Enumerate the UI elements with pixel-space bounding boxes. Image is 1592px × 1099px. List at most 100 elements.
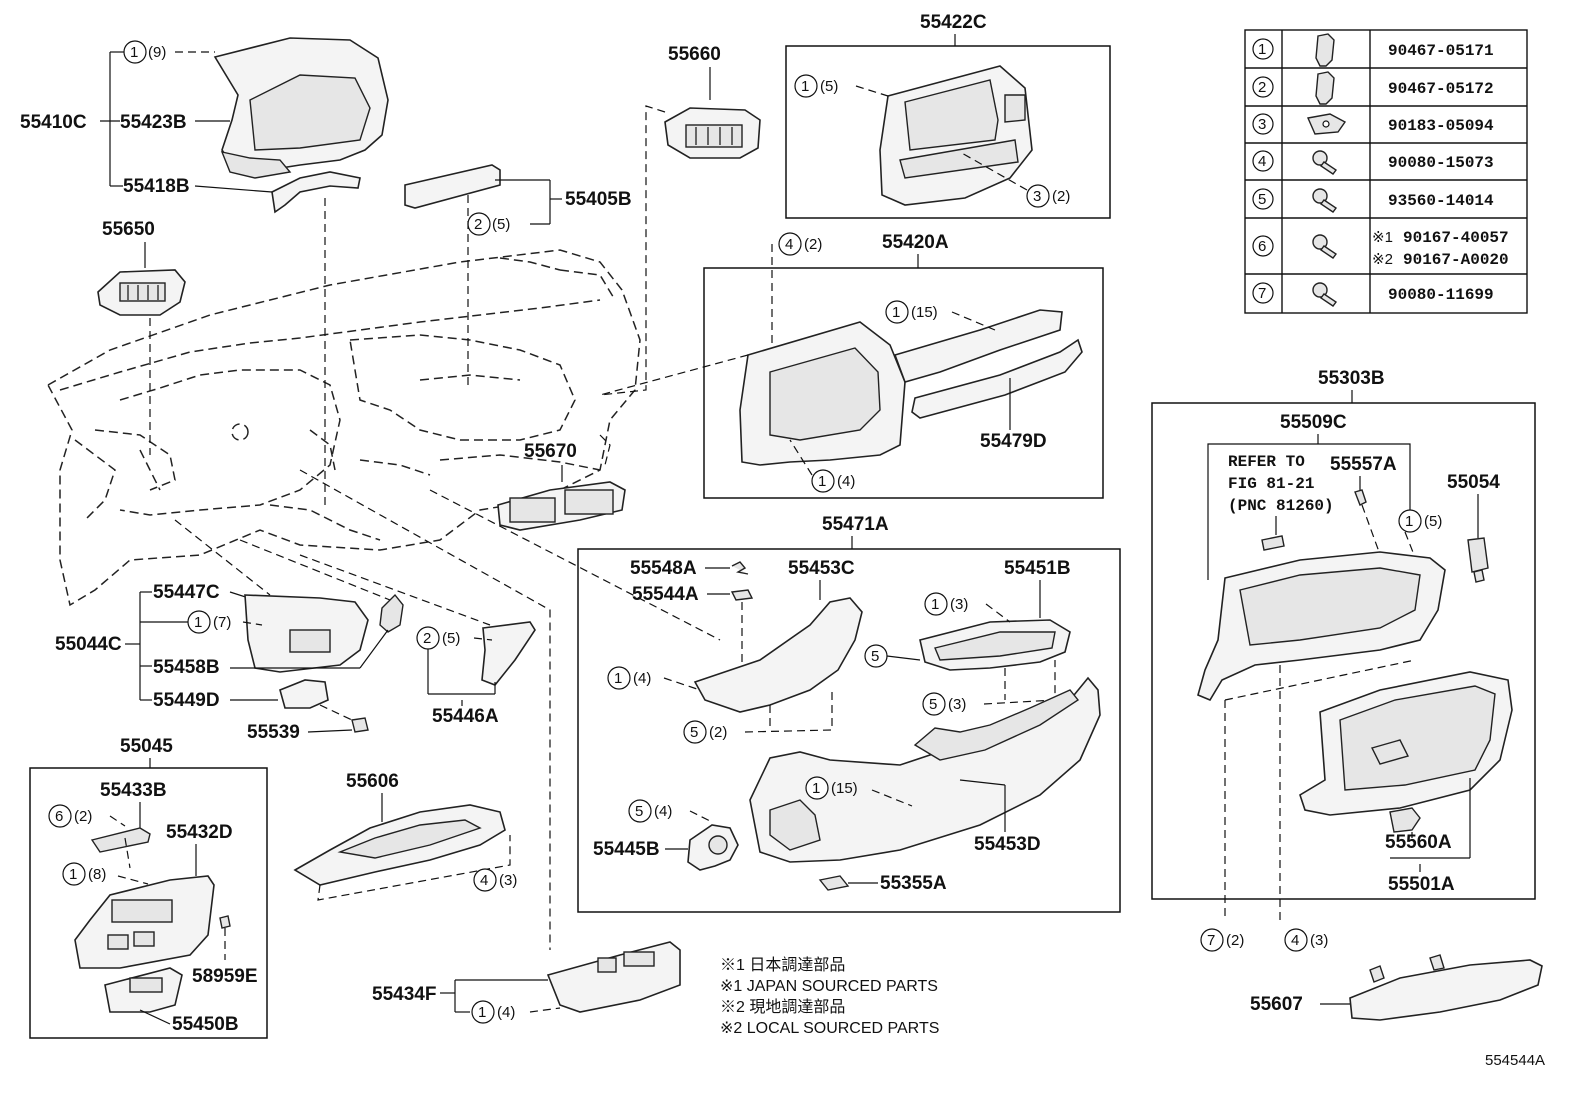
clip-icon: [1315, 71, 1335, 105]
part-label-58959E: 58959E: [192, 966, 258, 987]
part-label-55557A: 55557A: [1330, 454, 1397, 475]
qty-callout: (2): [709, 724, 727, 741]
lower-panel-55447C: [244, 594, 369, 673]
note-line-3: ※2 現地調達部品: [720, 998, 845, 1016]
part-label-55548A: 55548A: [630, 558, 697, 579]
part-label-55447C: 55447C: [153, 582, 220, 603]
refer-line-2: FIG 81-21: [1228, 475, 1314, 493]
glove-box-frame-55509C: [1197, 551, 1446, 702]
qty-callout: (5): [492, 216, 510, 233]
part-label-55355A: 55355A: [880, 873, 947, 894]
screw-icon: [1312, 150, 1338, 175]
console-lower-55453D: [749, 676, 1101, 863]
screw-icon: [1312, 188, 1338, 213]
part-label-55453C: 55453C: [788, 558, 855, 579]
qty-callout: (5): [1424, 513, 1442, 530]
circle-num: 1: [812, 780, 820, 797]
circle-num: 1: [130, 44, 138, 61]
qty-callout: (2): [804, 236, 822, 253]
part-label-55544A: 55544A: [632, 584, 699, 605]
table-row-number: 1: [1258, 41, 1266, 58]
note-line-2: ※1 JAPAN SOURCED PARTS: [720, 978, 938, 995]
center-cluster-frame-55420A: [739, 309, 1063, 466]
circle-num: 1: [931, 596, 939, 613]
part-label-55670: 55670: [524, 441, 577, 462]
part-label-55410C: 55410C: [20, 112, 87, 133]
cover-55450B: [104, 967, 183, 1013]
clip-58959E: [219, 915, 231, 929]
center-vent-55660: [664, 107, 761, 159]
part-label-55560A: 55560A: [1385, 832, 1452, 853]
circle-num: 1: [614, 670, 622, 687]
circle-num: 5: [871, 648, 879, 665]
center-bezel-55422C: [879, 65, 1033, 206]
bracket-part: [379, 593, 404, 633]
circle-num: 5: [929, 696, 937, 713]
part-label-55045: 55045: [120, 736, 173, 757]
circle-num: 2: [474, 216, 482, 233]
qty-callout: (8): [88, 866, 106, 883]
bracket-55433B: [90, 827, 151, 853]
part-label-55451B: 55451B: [1004, 558, 1071, 579]
circle-num: 5: [635, 803, 643, 820]
circle-num: 1: [818, 473, 826, 490]
part-label-55539: 55539: [247, 722, 300, 743]
table-row-number: 5: [1258, 191, 1266, 208]
note-line-4: ※2 LOCAL SOURCED PARTS: [720, 1020, 939, 1037]
part-label-55422C: 55422C: [920, 12, 987, 33]
clip-81260: [1261, 535, 1285, 551]
qty-callout: (4): [837, 473, 855, 490]
part-label-55445B: 55445B: [593, 839, 660, 860]
circle-num: 2: [423, 630, 431, 647]
console-upper-55453C: [693, 597, 863, 713]
part-label-55660: 55660: [668, 44, 721, 65]
side-cover-55446A: [481, 621, 536, 686]
qty-callout: (5): [820, 78, 838, 95]
part-label-55434F: 55434F: [372, 984, 436, 1005]
group-box-55303B: [1151, 402, 1536, 900]
center-vents-55670: [497, 481, 626, 531]
qty-callout: (5): [442, 630, 460, 647]
lower-cover-55434F: [546, 941, 681, 1013]
circle-num: 1: [801, 78, 809, 95]
part-label-55423B: 55423B: [120, 112, 187, 133]
circle-num: 3: [1033, 188, 1041, 205]
clip-55548A: [731, 561, 749, 575]
qty-callout: (15): [831, 780, 858, 797]
table-part-number: 90080-15073: [1388, 154, 1494, 172]
qty-callout: (4): [633, 670, 651, 687]
circle-num: 1: [892, 304, 900, 321]
undercover-55607: [1349, 954, 1543, 1021]
table-part-number: 90167-40057: [1403, 229, 1509, 247]
circle-num: 1: [478, 1004, 486, 1021]
refer-line-3: (PNC 81260): [1228, 497, 1334, 515]
switch-55445B: [687, 824, 739, 871]
part-label-55606: 55606: [346, 771, 399, 792]
table-part-number: 90467-05172: [1388, 80, 1494, 98]
part-label-55479D: 55479D: [980, 431, 1047, 452]
table-part-number: 90467-05171: [1388, 42, 1494, 60]
screw-icon: [1312, 282, 1338, 307]
circle-num: 1: [194, 614, 202, 631]
qty-callout: (7): [213, 614, 231, 631]
circle-num: 1: [1405, 513, 1413, 530]
part-label-55501A: 55501A: [1388, 874, 1455, 895]
part-label-55432D: 55432D: [166, 822, 233, 843]
circle-num: 1: [69, 866, 77, 883]
side-vent-55650: [97, 269, 186, 316]
qty-callout: (2): [1226, 932, 1244, 949]
qty-callout: (3): [950, 596, 968, 613]
table-row-number: 3: [1258, 116, 1266, 133]
qty-callout: (15): [911, 304, 938, 321]
part-label-55418B: 55418B: [123, 176, 190, 197]
part-label-55607: 55607: [1250, 994, 1303, 1015]
part-label-55458B: 55458B: [153, 657, 220, 678]
glove-box-door-55501A: [1299, 671, 1513, 816]
part-label-55405B: 55405B: [565, 189, 632, 210]
qty-callout: (3): [1310, 932, 1328, 949]
qty-callout: (4): [654, 803, 672, 820]
qty-callout: (3): [948, 696, 966, 713]
part-label-55044C: 55044C: [55, 634, 122, 655]
clip-icon: [1315, 33, 1335, 67]
damper-55054: [1467, 537, 1489, 583]
